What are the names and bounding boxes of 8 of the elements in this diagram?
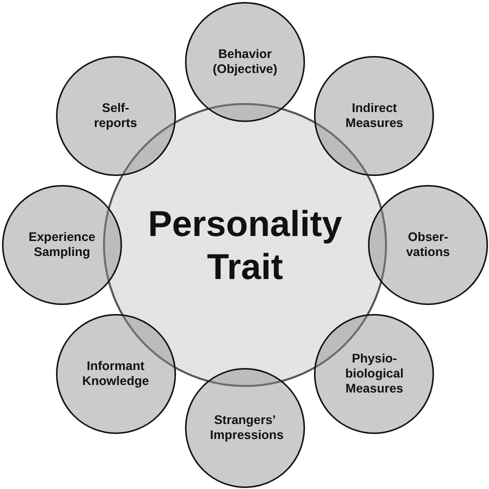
circle-label: Experience Sampling xyxy=(28,230,96,260)
circle-label: Indirect Measures xyxy=(344,100,404,131)
circle-label: Self-reports xyxy=(93,100,138,131)
circle-label: Obser-vations xyxy=(405,230,451,260)
circle-label: Behavior (Objective) xyxy=(212,47,278,77)
central-label: Personality Trait xyxy=(146,202,344,288)
circle-label: Informant Knowledge xyxy=(81,359,150,390)
circle-label: Physio-biological Measures xyxy=(344,352,405,397)
